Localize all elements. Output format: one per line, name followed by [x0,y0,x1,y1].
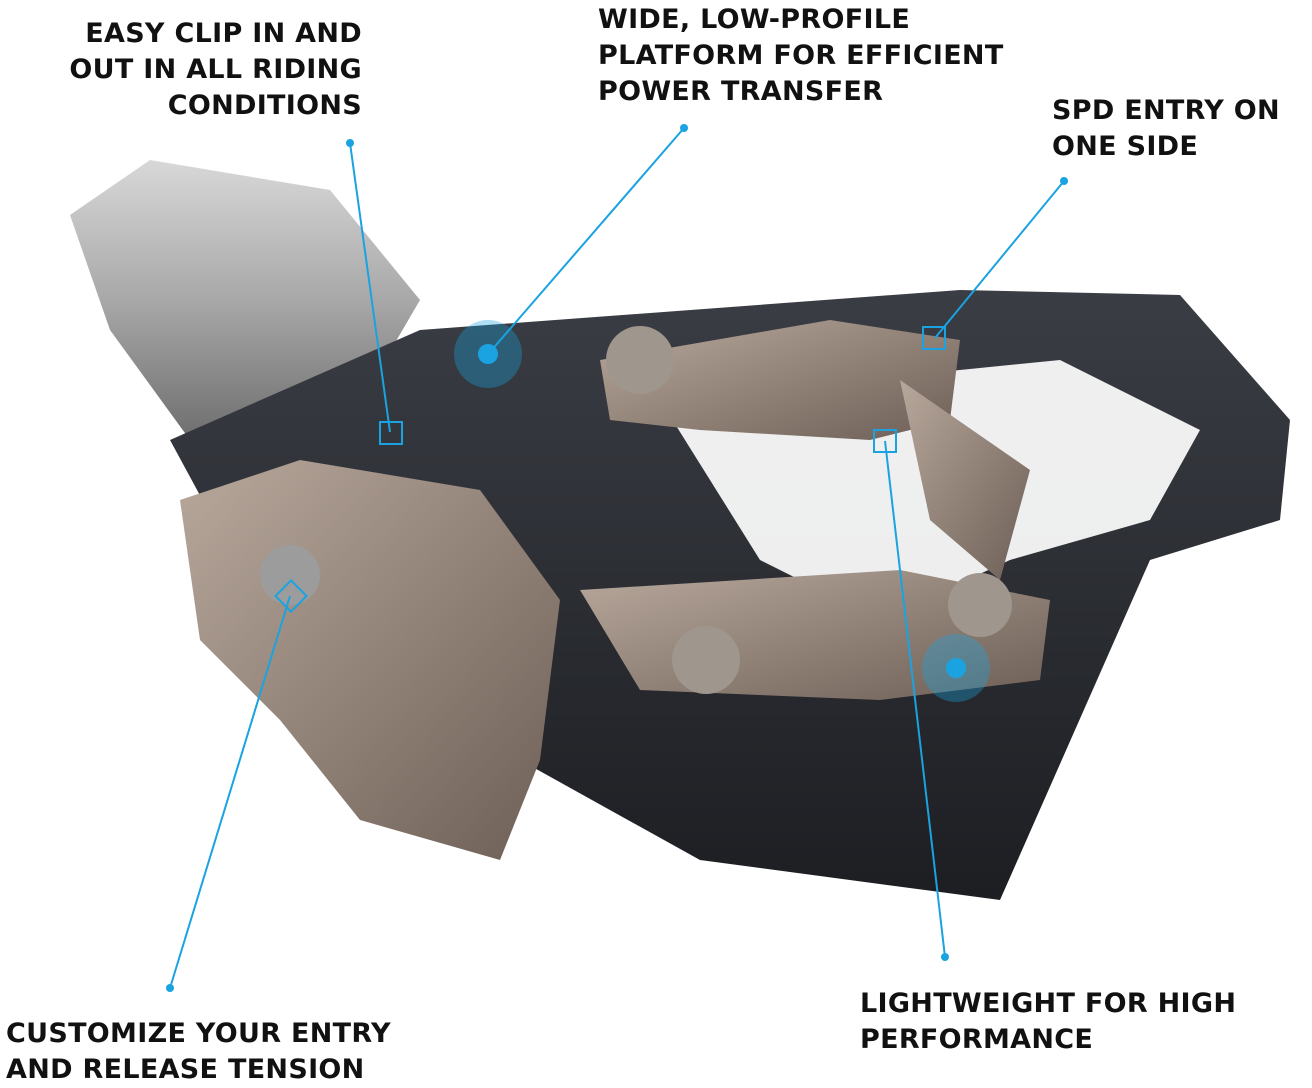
front-cleat-clip [600,320,960,440]
callout-lightweight: LIGHTWEIGHT FOR HIGH PERFORMANCE [860,988,1237,1055]
callout-spd-entry: SPD ENTRY ON ONE SIDE [1052,95,1280,162]
callout-tension: CUSTOMIZE YOUR ENTRY AND RELEASE TENSION [6,1018,391,1085]
callout-clip-in: EASY CLIP IN AND OUT IN ALL RIDING CONDI… [69,18,362,121]
callout-platform: WIDE, LOW-PROFILE PLATFORM FOR EFFICIENT… [598,4,1004,107]
